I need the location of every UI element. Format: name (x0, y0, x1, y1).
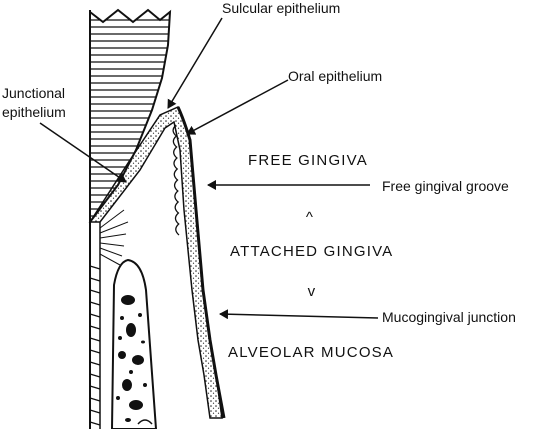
label-free-gingival-groove: Free gingival groove (382, 178, 509, 194)
periodontal-fibres (99, 209, 129, 266)
label-sulcular-epithelium: Sulcular epithelium (222, 0, 340, 16)
zone-attached-gingiva: ATTACHED GINGIVA (230, 243, 393, 260)
zone-free-gingiva: FREE GINGIVA (248, 152, 368, 169)
label-oral-epithelium: Oral epithelium (288, 68, 382, 84)
label-junctional-line1: Junctional (2, 85, 65, 101)
label-mucogingival-junction: Mucogingival junction (382, 309, 516, 325)
arrow-oral (186, 79, 289, 135)
zone-down-marker: v (308, 283, 317, 300)
arrow-junctional (39, 122, 127, 183)
alveolar-bone (110, 258, 158, 429)
zone-alveolar-mucosa: ALVEOLAR MUCOSA (228, 344, 394, 361)
arrow-mucogingival (219, 309, 379, 320)
zone-up-marker: ^ (306, 209, 314, 226)
arrow-sulcular (167, 17, 223, 109)
label-junctional-line2: epithelium (2, 104, 66, 120)
leader-arrows (39, 17, 379, 320)
tooth-root (89, 10, 101, 429)
